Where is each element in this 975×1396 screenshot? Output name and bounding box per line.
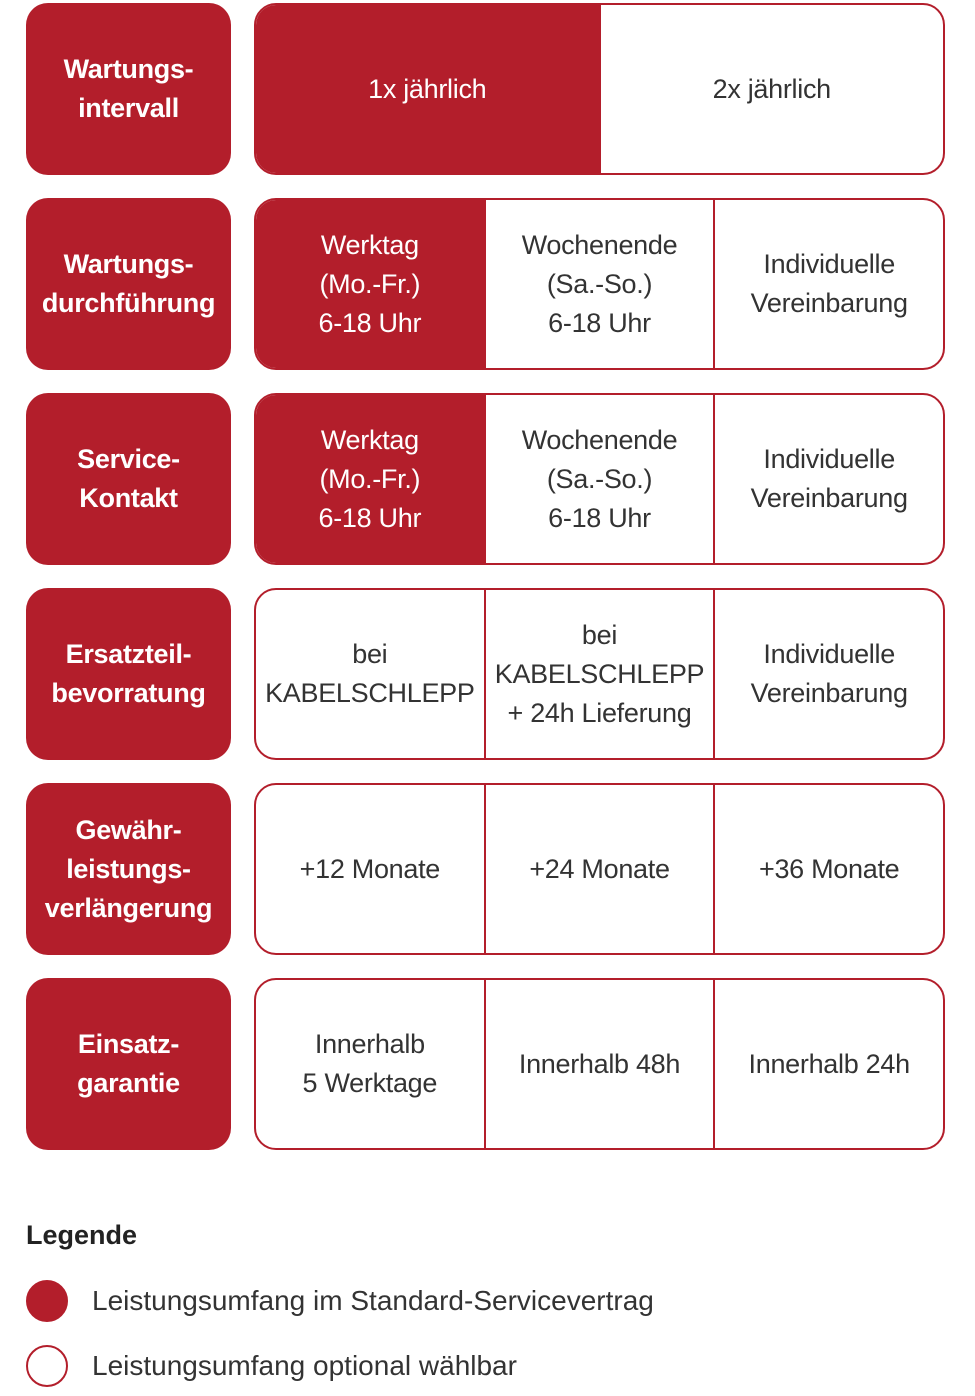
option-cell-standard: 1x jährlich (256, 5, 599, 173)
option-cell-optional: bei KABELSCHLEPP (265, 639, 475, 708)
option-cell-optional: Individuelle Vereinbarung (713, 590, 943, 758)
legend-item-optional: Leistungsumfang optional wählbar (26, 1345, 517, 1387)
row-label: Gewähr- leistungs- verlängerung (26, 783, 231, 955)
filled-circle-icon (26, 1280, 68, 1322)
option-cell-optional: Innerhalb 24h (713, 980, 943, 1148)
option-cell-optional: +36 Monate (713, 785, 943, 953)
option-cell-optional: +24 Monate (483, 785, 714, 953)
option-cell-standard: Werktag (Mo.-Fr.) 6-18 Uhr (256, 395, 484, 563)
option-cell-optional: Innerhalb 48h (483, 980, 714, 1148)
row-label: Wartungs- intervall (26, 3, 231, 175)
outline-circle-icon (26, 1345, 68, 1387)
options-group: +12 Monate +24 Monate+36 Monate (254, 783, 945, 955)
legend-text: Leistungsumfang optional wählbar (92, 1350, 517, 1381)
option-cell-optional: Innerhalb 5 Werktage (302, 1029, 438, 1098)
option-cell-optional: Wochenende (Sa.-So.) 6-18 Uhr (483, 395, 714, 563)
option-cell-optional: Wochenende (Sa.-So.) 6-18 Uhr (483, 200, 714, 368)
option-cell-optional: Individuelle Vereinbarung (713, 200, 943, 368)
option-cell-optional: bei KABELSCHLEPP + 24h Lieferung (483, 590, 714, 758)
row-label: Ersatzteil- bevorratung (26, 588, 231, 760)
table-row: Gewähr- leistungs- verlängerung+12 Monat… (26, 783, 945, 955)
option-cell-optional: 2x jährlich (598, 5, 944, 173)
option-cell-optional: +12 Monate (299, 853, 441, 884)
row-label: Wartungs- durchführung (26, 198, 231, 370)
legend-item-standard: Leistungsumfang im Standard-Servicevertr… (26, 1280, 654, 1322)
legend-title: Legende (26, 1220, 138, 1250)
row-label: Service- Kontakt (26, 393, 231, 565)
option-cell-standard: Werktag (Mo.-Fr.) 6-18 Uhr (256, 200, 484, 368)
legend-text: Leistungsumfang im Standard-Servicevertr… (92, 1285, 654, 1316)
row-label: Einsatz- garantie (26, 978, 231, 1150)
option-cell-optional: Individuelle Vereinbarung (713, 395, 943, 563)
